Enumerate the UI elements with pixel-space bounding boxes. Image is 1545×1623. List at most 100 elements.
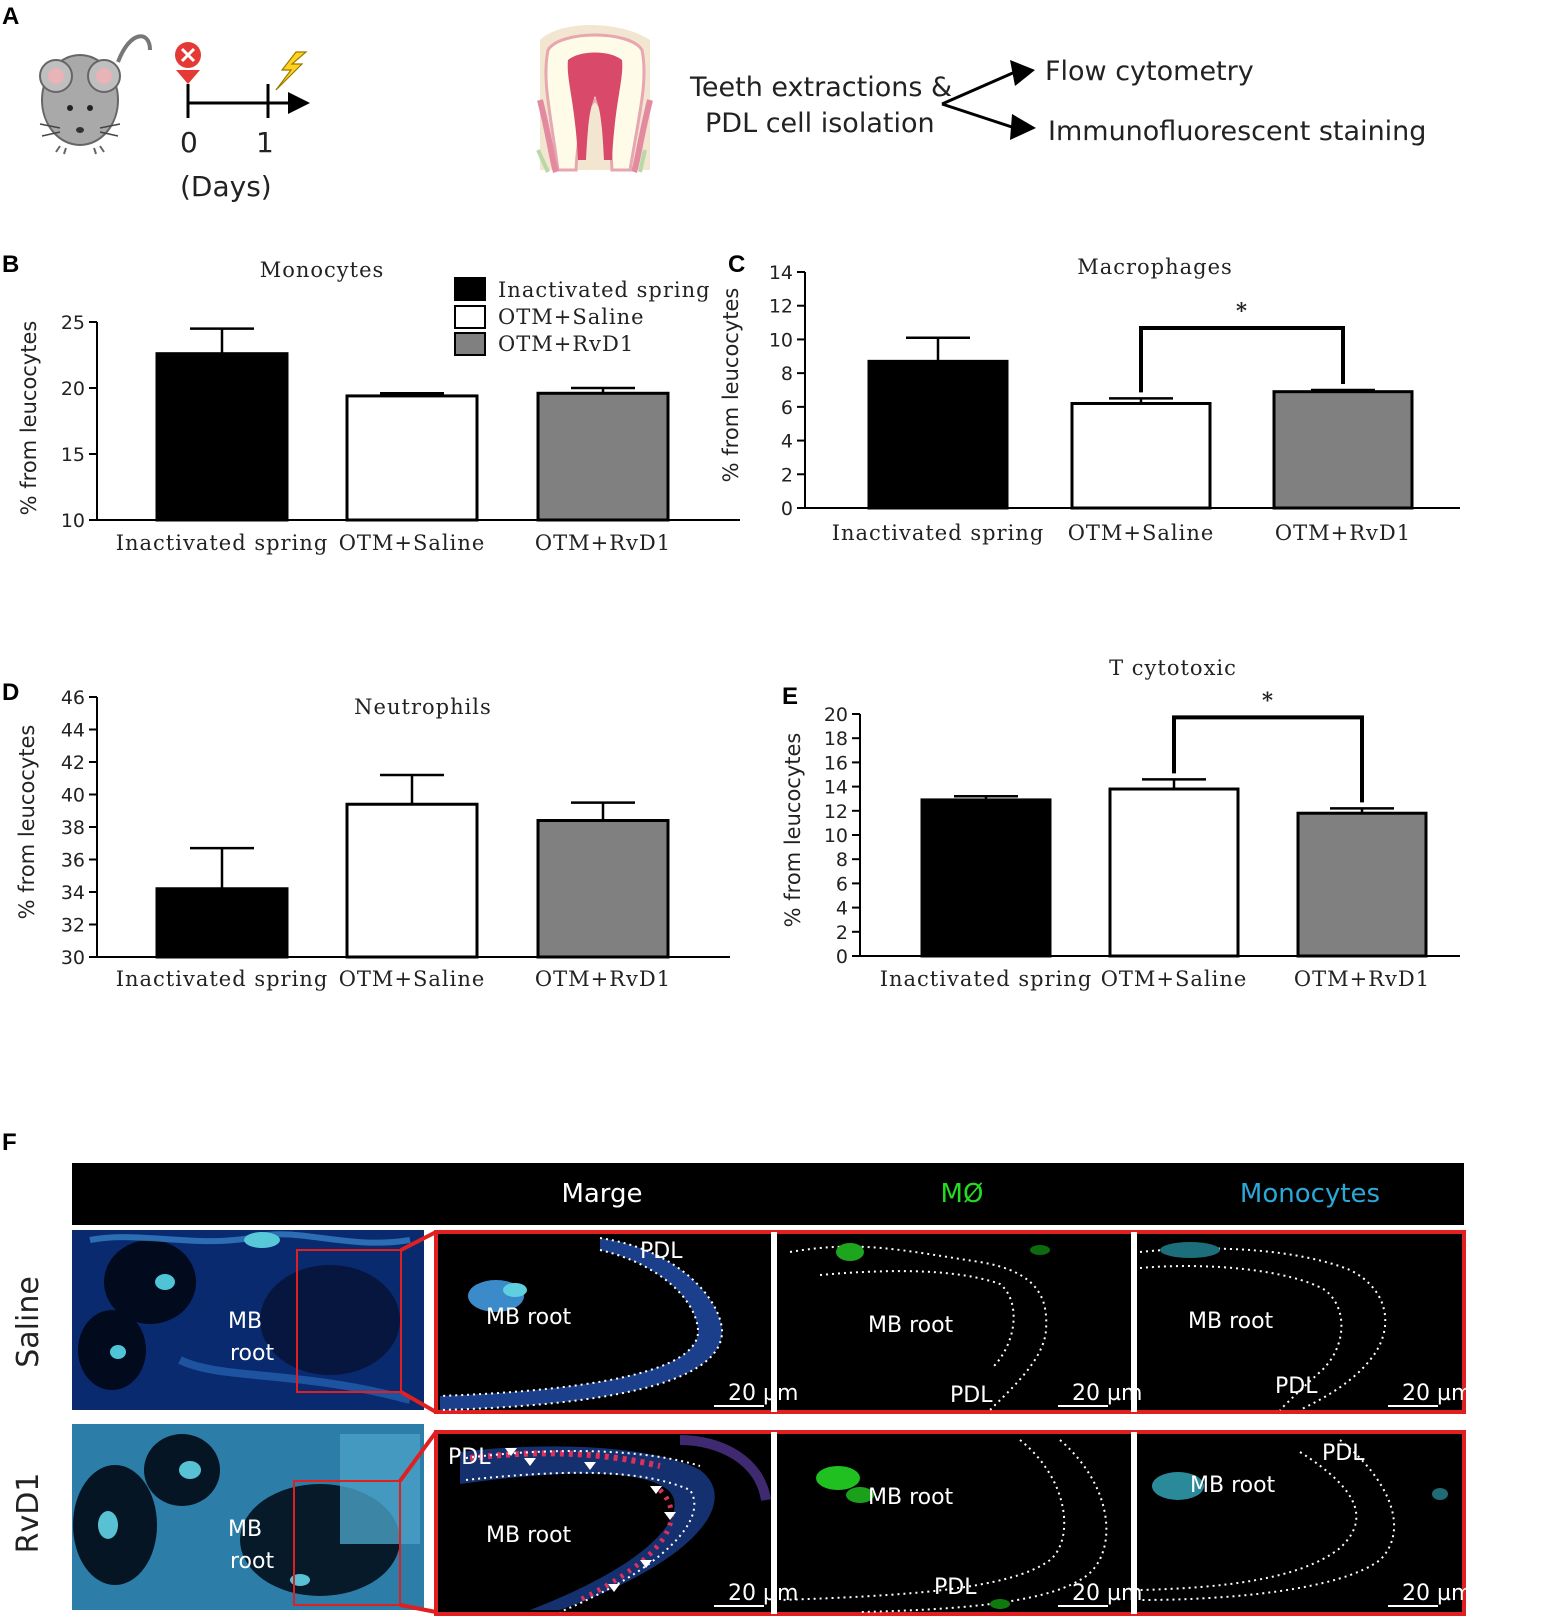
y-tick-label: 10	[824, 825, 848, 847]
y-tick-label: 0	[836, 946, 848, 968]
legend-swatch-saline	[454, 305, 486, 329]
saline-overview-image	[72, 1230, 424, 1410]
scale-bar-label: 20 µm	[1072, 1581, 1142, 1606]
scale-bar-label: 20 µm	[728, 1381, 798, 1406]
saline-zoom-line-bottom	[400, 1390, 437, 1414]
rvd1-zoom-line-top	[398, 1430, 438, 1483]
tooth-icon	[536, 25, 653, 173]
saline-merge-mbroot: MB root	[486, 1305, 572, 1330]
rvd1-macrophage-mbroot: MB root	[868, 1485, 954, 1510]
y-tick-label: 0	[781, 498, 793, 520]
chart-title: Neutrophils	[354, 695, 492, 719]
y-tick-label: 14	[824, 777, 848, 799]
charts-layer: Monocytes% from leucocytes10152025Inacti…	[15, 255, 1460, 991]
saline-macrophage-pdl: PDL	[950, 1383, 993, 1408]
legend-label-saline: OTM+Saline	[498, 305, 645, 329]
y-tick-label: 32	[61, 915, 85, 937]
bar	[345, 394, 479, 522]
chart-b: Monocytes% from leucocytes10152025Inacti…	[17, 258, 740, 555]
y-tick-label: 34	[61, 882, 85, 904]
rvd1-monocyte-mbroot: MB root	[1190, 1473, 1276, 1498]
y-tick-label: 2	[836, 922, 848, 944]
category-label: OTM+Saline	[339, 967, 486, 991]
y-tick-label: 10	[61, 510, 85, 532]
saline-zoom-line-top	[400, 1230, 437, 1252]
rvd1-zoom-line-bottom	[399, 1603, 437, 1614]
scale-bar-label: 20 µm	[1402, 1581, 1472, 1606]
y-tick-label: 44	[61, 720, 85, 742]
bar	[536, 391, 670, 522]
saline-monocyte-mbroot: MB root	[1188, 1309, 1274, 1334]
y-axis-label: % from leucocytes	[781, 733, 805, 928]
y-tick-label: 40	[61, 785, 85, 807]
rvd1-macrophage-image	[779, 1439, 1108, 1613]
chart-e: T cytotoxic% from leucocytes024681012141…	[781, 656, 1460, 991]
y-tick-label: 42	[61, 752, 85, 774]
panel-label-f: F	[2, 1129, 17, 1156]
significance-bracket	[1139, 326, 1345, 393]
bar	[1272, 390, 1414, 510]
panel-label-c: C	[728, 251, 745, 278]
mouse-icon	[39, 34, 152, 155]
chart-title: T cytotoxic	[1109, 656, 1237, 680]
procedure-line1: Teeth extractions &	[689, 72, 952, 103]
category-label: Inactivated spring	[116, 531, 329, 555]
output-flow-cytometry: Flow cytometry	[1045, 56, 1254, 87]
legend-label-inactivated: Inactivated spring	[498, 278, 711, 302]
header-macrophage: MØ	[941, 1179, 984, 1209]
y-tick-label: 20	[824, 704, 848, 726]
y-tick-label: 30	[61, 947, 85, 969]
bar	[155, 887, 289, 959]
bar	[155, 352, 289, 522]
rvd1-merge-image	[460, 1435, 771, 1613]
y-tick-label: 38	[61, 817, 85, 839]
significance-star: *	[1236, 298, 1248, 323]
y-tick-label: 4	[781, 431, 793, 453]
row-label-saline: Saline	[11, 1276, 46, 1368]
output-immunofluorescence: Immunofluorescent staining	[1048, 116, 1426, 147]
y-tick-label: 20	[61, 378, 85, 400]
y-tick-label: 36	[61, 850, 85, 872]
bar	[1108, 787, 1240, 958]
lightning-icon	[275, 51, 308, 91]
category-label: OTM+RvD1	[535, 531, 671, 555]
legend-swatch-rvd1	[454, 332, 486, 356]
y-tick-label: 25	[61, 312, 85, 334]
procedure-line2: PDL cell isolation	[705, 108, 935, 139]
header-monocytes: Monocytes	[1240, 1179, 1380, 1209]
y-tick-label: 4	[836, 898, 848, 920]
saline-macrophage-mbroot: MB root	[868, 1313, 954, 1338]
saline-overview-mb: MB	[228, 1309, 262, 1334]
y-axis-label: % from leucocytes	[17, 321, 41, 516]
y-tick-label: 8	[781, 363, 793, 385]
scale-bar-label: 20 µm	[728, 1581, 798, 1606]
saline-monocyte-pdl: PDL	[1275, 1374, 1318, 1399]
y-tick-label: 6	[836, 873, 848, 895]
bar	[1296, 811, 1428, 958]
y-tick-label: 12	[824, 801, 848, 823]
saline-overview-root: root	[230, 1341, 274, 1366]
bar	[536, 819, 670, 959]
bar	[867, 359, 1009, 510]
category-label: OTM+Saline	[1101, 967, 1248, 991]
day-0-label: 0	[180, 126, 198, 159]
y-tick-label: 12	[769, 296, 793, 318]
y-tick-label: 14	[769, 262, 793, 284]
legend-label-rvd1: OTM+RvD1	[498, 332, 634, 356]
y-tick-label: 16	[824, 752, 848, 774]
y-tick-label: 2	[781, 464, 793, 486]
panel-label-d: D	[2, 679, 19, 706]
panel-label-e: E	[782, 683, 798, 710]
legend: Inactivated spring OTM+Saline OTM+RvD1	[454, 277, 711, 356]
rvd1-merge-mbroot: MB root	[486, 1523, 572, 1548]
chart-title: Monocytes	[260, 258, 385, 282]
rvd1-monocyte-image	[1139, 1439, 1448, 1601]
scale-bars	[714, 1405, 1438, 1607]
rvd1-monocyte-pdl: PDL	[1322, 1441, 1365, 1466]
y-tick-label: 6	[781, 397, 793, 419]
rvd1-overview-root: root	[230, 1549, 274, 1574]
day-1-label: 1	[256, 126, 274, 159]
y-axis-label: % from leucocytes	[719, 288, 743, 483]
injection-icon	[175, 42, 201, 84]
